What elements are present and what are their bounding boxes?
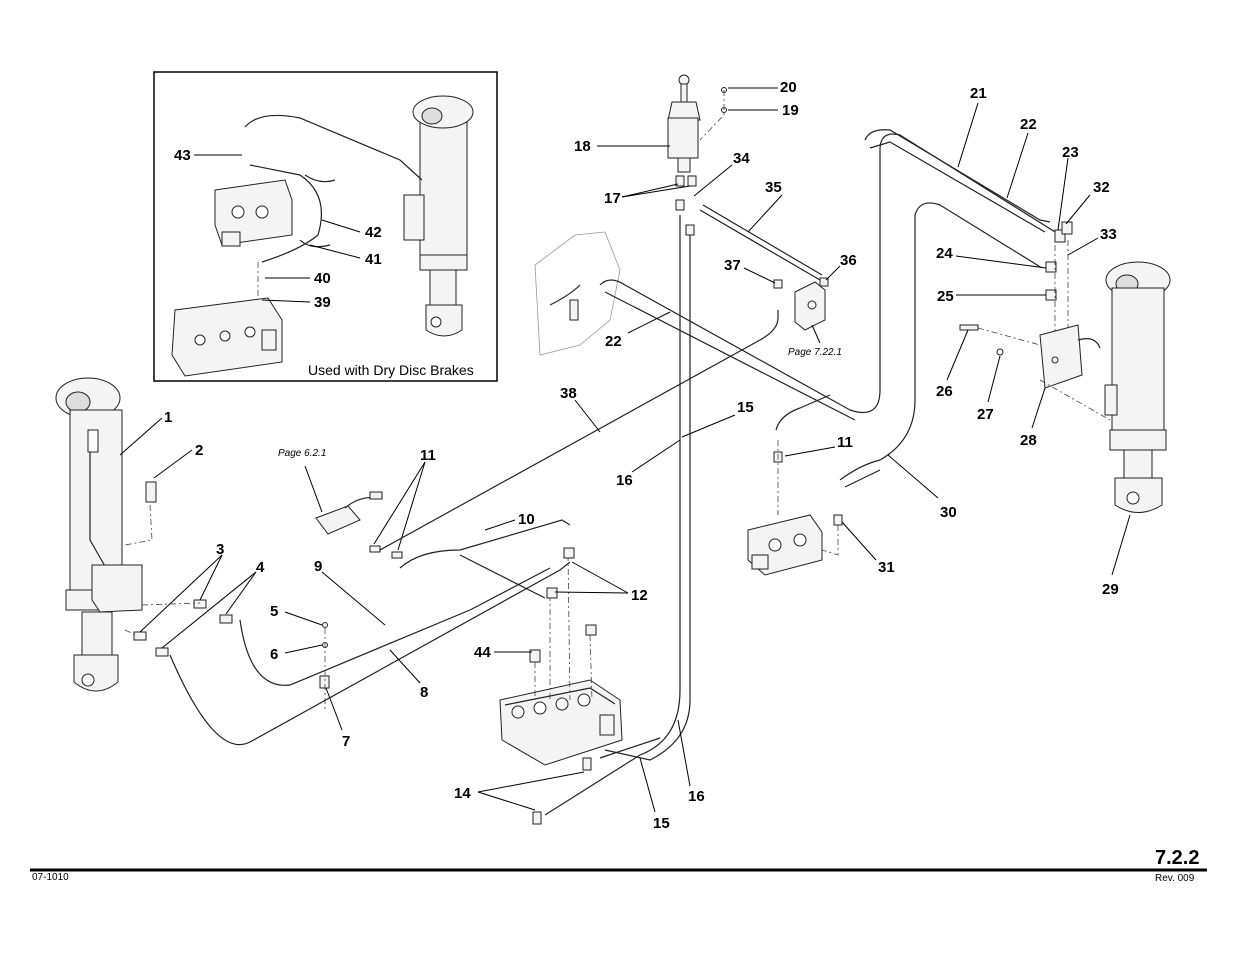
callout-24: 24 bbox=[936, 245, 953, 262]
callout-44: 44 bbox=[474, 644, 491, 661]
callout-25: 25 bbox=[937, 288, 954, 305]
fitting-25 bbox=[1045, 289, 1057, 301]
left-lift-cylinder bbox=[55, 377, 143, 692]
callout-39: 39 bbox=[314, 294, 331, 311]
dry-disc-brake-inset: 43 42 41 40 39 Used with Dry Disc Brakes bbox=[153, 71, 498, 382]
callout-36: 36 bbox=[840, 252, 857, 269]
fitting-14a bbox=[582, 757, 592, 771]
callout-19: 19 bbox=[782, 102, 799, 119]
fitting-2 bbox=[145, 481, 157, 503]
fitting-11-left-a bbox=[369, 545, 381, 553]
callout-5: 5 bbox=[270, 603, 278, 620]
callout-15-top: 15 bbox=[737, 399, 754, 416]
callout-28: 28 bbox=[1020, 432, 1037, 449]
callout-35: 35 bbox=[765, 179, 782, 196]
callout-8: 8 bbox=[420, 684, 428, 701]
callout-32: 32 bbox=[1093, 179, 1110, 196]
callout-30: 30 bbox=[940, 504, 957, 521]
fitting-24 bbox=[1045, 261, 1057, 273]
ref-page-6-2-1: Page 6.2.1 bbox=[278, 448, 326, 459]
callout-18: 18 bbox=[574, 138, 591, 155]
callout-15-bottom: 15 bbox=[653, 815, 670, 832]
part-5 bbox=[322, 622, 328, 628]
callout-29: 29 bbox=[1102, 581, 1119, 598]
fitting-36 bbox=[819, 277, 829, 287]
callout-41: 41 bbox=[365, 251, 382, 268]
fitting-14b bbox=[532, 811, 542, 825]
revision: Rev. 009 bbox=[1155, 873, 1195, 884]
page-number: 7.2.2 bbox=[1155, 847, 1199, 869]
callout-1: 1 bbox=[164, 409, 172, 426]
inset-brake-valve bbox=[214, 179, 293, 247]
doc-code: 07-1010 bbox=[32, 872, 69, 883]
callout-3: 3 bbox=[216, 541, 224, 558]
inset-lift-cylinder bbox=[403, 95, 474, 337]
callout-21: 21 bbox=[970, 85, 987, 102]
brake-valve-31 bbox=[747, 514, 823, 576]
callout-11-right: 11 bbox=[837, 434, 853, 451]
callout-16-bottom: 16 bbox=[688, 788, 705, 805]
part-7 bbox=[319, 675, 330, 689]
bolt-26 bbox=[959, 324, 979, 331]
callout-37: 37 bbox=[724, 257, 741, 274]
fitting-12a bbox=[563, 547, 575, 559]
fitting-12b bbox=[546, 587, 558, 599]
washer-27 bbox=[996, 348, 1004, 356]
callout-12: 12 bbox=[631, 587, 648, 604]
callout-23: 23 bbox=[1062, 144, 1079, 161]
callout-10: 10 bbox=[518, 511, 535, 528]
callout-40: 40 bbox=[314, 270, 331, 287]
fittings-3-4 bbox=[133, 599, 233, 657]
callout-22-left: 22 bbox=[605, 333, 622, 350]
inset-caption: Used with Dry Disc Brakes bbox=[308, 362, 474, 378]
callout-4: 4 bbox=[256, 559, 265, 576]
callout-11-left: 11 bbox=[420, 447, 436, 464]
fitting-11-left-b bbox=[391, 551, 403, 559]
callout-31: 31 bbox=[878, 559, 895, 576]
fitting-23 bbox=[1054, 229, 1066, 243]
callout-34: 34 bbox=[733, 150, 750, 167]
fitting-37 bbox=[773, 279, 783, 289]
callout-42: 42 bbox=[365, 224, 382, 241]
callout-38: 38 bbox=[560, 385, 577, 402]
right-valve-block-28 bbox=[1039, 324, 1101, 389]
fitting-12c bbox=[585, 624, 597, 636]
callout-16-top: 16 bbox=[616, 472, 633, 489]
callout-6: 6 bbox=[270, 646, 278, 663]
callout-22-right: 22 bbox=[1020, 116, 1037, 133]
page-7-22-1-block bbox=[794, 281, 826, 331]
callout-27: 27 bbox=[977, 406, 994, 423]
inset-control-manifold bbox=[171, 297, 283, 377]
ghost-valve-22 bbox=[534, 231, 621, 356]
main-control-valve bbox=[499, 649, 623, 766]
callout-26: 26 bbox=[936, 383, 953, 400]
page-6-2-1-component bbox=[315, 491, 383, 535]
callout-20: 20 bbox=[780, 79, 797, 96]
joystick-control bbox=[667, 74, 701, 236]
callout-2: 2 bbox=[195, 442, 203, 459]
callout-14: 14 bbox=[454, 785, 471, 802]
ref-page-7-22-1: Page 7.22.1 bbox=[788, 347, 842, 358]
callout-33: 33 bbox=[1100, 226, 1117, 243]
callout-9: 9 bbox=[314, 558, 322, 575]
fitting-32 bbox=[1061, 221, 1073, 235]
callout-7: 7 bbox=[342, 733, 350, 750]
callout-43: 43 bbox=[174, 147, 191, 164]
right-lift-cylinder bbox=[1104, 261, 1171, 513]
fitting-31 bbox=[833, 514, 843, 526]
callout-17: 17 bbox=[604, 190, 621, 207]
